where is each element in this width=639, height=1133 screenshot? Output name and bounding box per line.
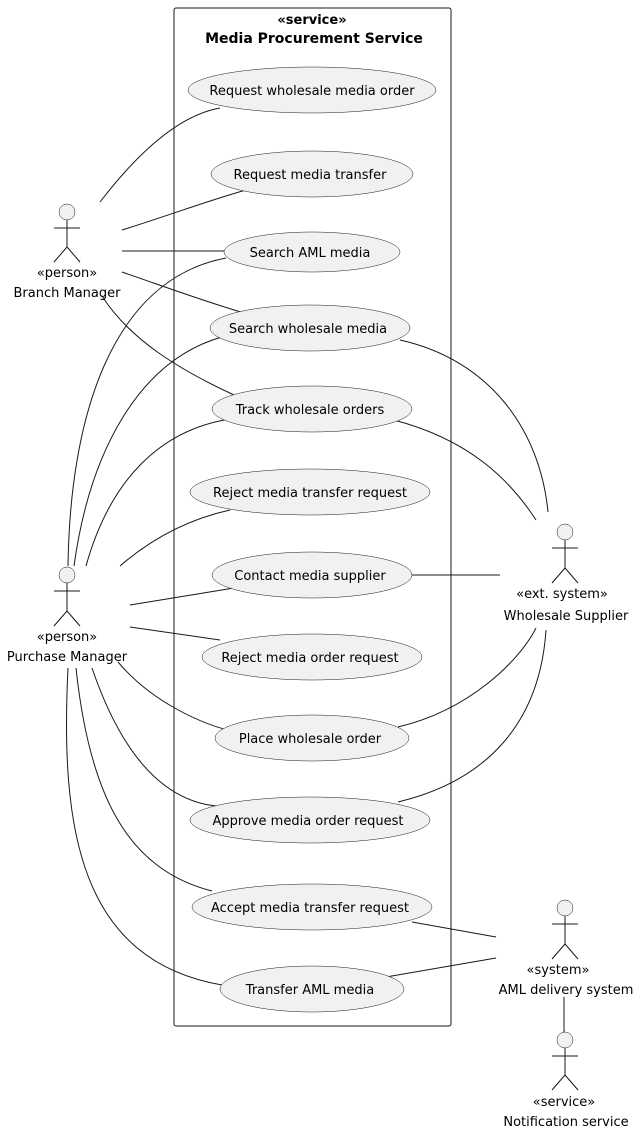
use-case-ellipse	[214, 714, 410, 762]
use-case-track-orders[interactable]: Track wholesale orders	[211, 385, 413, 433]
actor-stereotype: «system»	[527, 963, 590, 978]
use-case-label: Request media transfer	[234, 168, 388, 183]
use-case-search-aml[interactable]: Search AML media	[223, 231, 401, 273]
link-branch-track-orders	[101, 295, 235, 396]
link-purchase-transfer-aml	[66, 667, 223, 986]
use-case-request-wholesale-order[interactable]: Request wholesale media order	[187, 66, 437, 114]
link-branch-request-transfer	[121, 189, 247, 231]
link-purchase-search-aml	[67, 257, 227, 567]
use-case-place-order[interactable]: Place wholesale order	[214, 714, 410, 762]
link-purchase-place-order	[117, 661, 241, 734]
stick-figure-icon	[53, 566, 81, 627]
system-title: Media Procurement Service	[205, 31, 423, 47]
use-case-search-wholesale[interactable]: Search wholesale media	[209, 304, 411, 352]
link-supplier-search-wholesale	[399, 339, 549, 513]
actor-name: Wholesale Supplier	[504, 609, 629, 624]
use-case-request-transfer[interactable]: Request media transfer	[210, 150, 414, 198]
use-case-ellipse	[201, 633, 423, 681]
link-aml-accept-transfer	[411, 921, 497, 938]
link-purchase-reject-transfer	[119, 509, 231, 567]
link-purchase-search-wholesale	[73, 336, 223, 567]
actor-notification-service[interactable]: «service» Notification service	[503, 1031, 629, 1130]
use-case-label: Reject media transfer request	[213, 486, 407, 501]
use-case-ellipse	[187, 66, 437, 114]
system-stereotype: «service»	[277, 13, 346, 28]
use-case-ellipse	[219, 965, 405, 1013]
stick-figure-icon	[551, 523, 579, 584]
system-boundary	[173, 7, 452, 1027]
stick-figure-icon	[53, 203, 81, 263]
actor-name: Branch Manager	[14, 286, 122, 301]
use-case-ellipse	[211, 551, 413, 599]
use-case-ellipse	[191, 883, 433, 931]
use-case-reject-transfer[interactable]: Reject media transfer request	[189, 468, 431, 516]
use-case-ellipse	[211, 385, 413, 433]
link-branch-request-wholesale-order	[99, 107, 221, 203]
use-case-ellipse	[223, 231, 401, 273]
link-purchase-approve-request	[91, 667, 217, 807]
actor-stereotype: «service»	[533, 1095, 595, 1110]
actor-wholesale-supplier[interactable]: «ext. system» Wholesale Supplier	[504, 523, 629, 624]
use-case-label: Contact media supplier	[234, 569, 386, 584]
link-purchase-accept-transfer	[75, 667, 213, 892]
use-case-label: Approve media order request	[212, 814, 403, 829]
stick-figure-icon	[551, 899, 579, 960]
actor-branch-manager[interactable]: «person» Branch Manager	[14, 203, 122, 301]
use-case-ellipse	[210, 150, 414, 198]
actor-name: AML delivery system	[499, 983, 634, 998]
link-aml-transfer	[385, 957, 497, 978]
link-branch-search-wholesale	[121, 271, 245, 314]
use-case-label: Reject media order request	[221, 651, 398, 666]
use-case-label: Search AML media	[250, 246, 371, 261]
use-case-label: Transfer AML media	[245, 983, 374, 998]
use-case-label: Track wholesale orders	[235, 403, 385, 418]
actor-name: Notification service	[503, 1115, 628, 1130]
link-purchase-contact-supplier	[129, 587, 235, 606]
actor-stereotype: «person»	[37, 266, 97, 281]
actor-stereotype: «person»	[37, 630, 97, 645]
use-case-label: Request wholesale media order	[209, 84, 415, 99]
use-case-ellipse	[189, 468, 431, 516]
use-case-approve-request[interactable]: Approve media order request	[189, 796, 431, 844]
link-purchase-track-orders	[85, 418, 231, 567]
use-case-ellipse	[209, 304, 411, 352]
link-supplier-track-orders	[393, 419, 537, 521]
link-purchase-reject-order	[129, 626, 221, 641]
actor-name: Purchase Manager	[7, 650, 128, 665]
use-case-ellipse	[189, 796, 431, 844]
use-case-label: Place wholesale order	[239, 732, 382, 747]
use-case-accept-transfer[interactable]: Accept media transfer request	[191, 883, 433, 931]
link-supplier-place-order	[397, 627, 537, 728]
stick-figure-icon	[551, 1031, 579, 1091]
actor-aml-delivery-system[interactable]: «system» AML delivery system	[499, 899, 634, 998]
actor-purchase-manager[interactable]: «person» Purchase Manager	[7, 566, 128, 665]
use-case-transfer-aml[interactable]: Transfer AML media	[219, 965, 405, 1013]
use-case-label: Accept media transfer request	[211, 901, 409, 916]
actor-stereotype: «ext. system»	[516, 587, 608, 602]
use-case-label: Search wholesale media	[229, 322, 387, 337]
link-supplier-approve	[397, 629, 547, 803]
use-case-contact-supplier[interactable]: Contact media supplier	[211, 551, 413, 599]
use-case-reject-order[interactable]: Reject media order request	[201, 633, 423, 681]
associations	[66, 107, 565, 1032]
